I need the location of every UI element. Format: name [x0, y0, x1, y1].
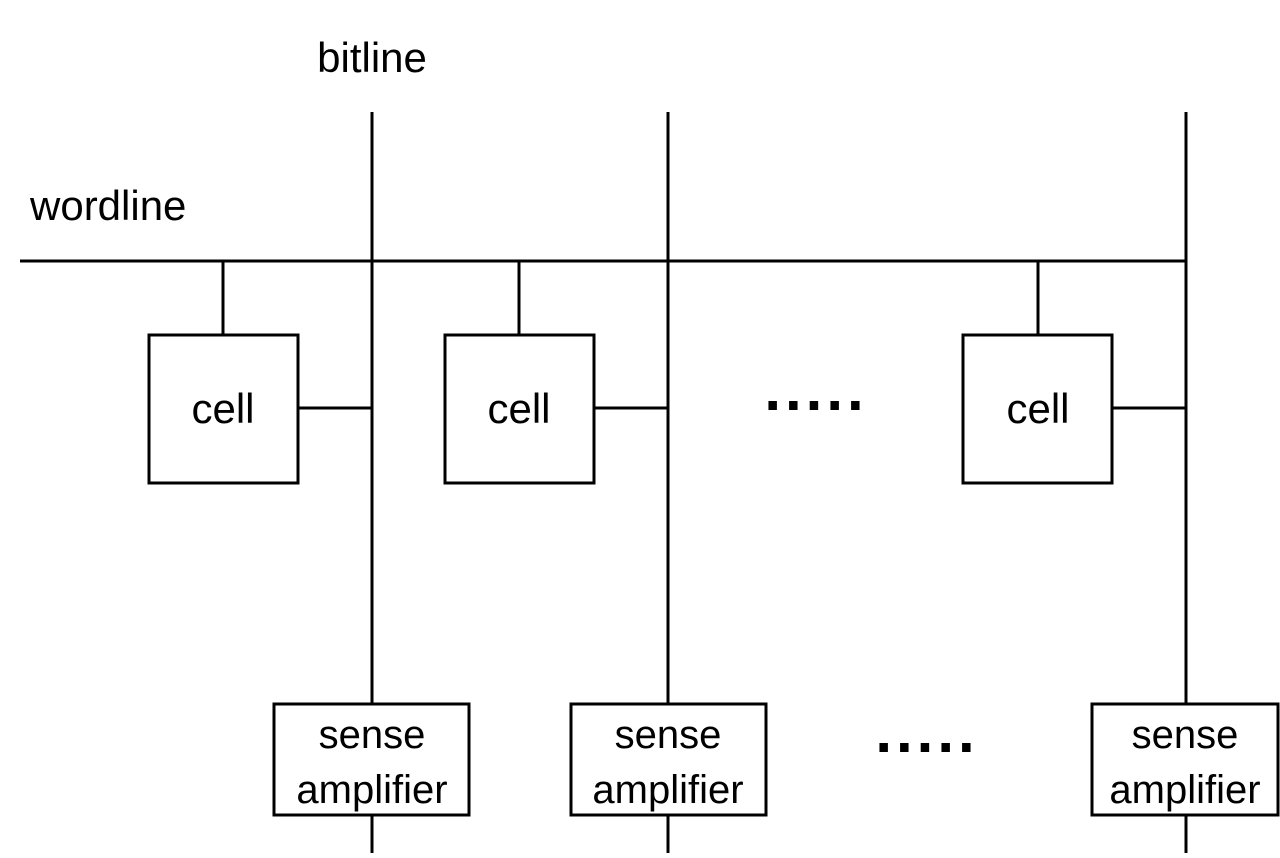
- cell-3-box: [961, 333, 1114, 485]
- sense-amplifier-3-line2: amplifier: [1109, 768, 1260, 812]
- sense-amplifier-3-box: [1090, 702, 1280, 817]
- sense-amplifier-2-line1: sense: [615, 713, 722, 757]
- sense-amplifier-2: sense amplifier: [569, 702, 768, 817]
- wordline-label: wordline: [29, 182, 186, 229]
- sense-amplifier-1-line2: amplifier: [296, 768, 447, 812]
- sense-amplifier-2-box: [569, 702, 768, 817]
- cell-1: cell: [147, 261, 372, 485]
- cell-3: cell: [961, 261, 1186, 485]
- cell-3-label: cell: [1006, 385, 1069, 432]
- sense-amplifier-1-box: [272, 702, 471, 817]
- bitline-label: bitline: [317, 34, 427, 81]
- sense-amplifier-3-line1: sense: [1132, 713, 1239, 757]
- cell-2-label: cell: [487, 385, 550, 432]
- sense-amplifier-2-line2: amplifier: [592, 768, 743, 812]
- cell-2-box: [443, 333, 596, 485]
- cells-ellipsis: .....: [764, 356, 867, 423]
- cell-1-label: cell: [191, 385, 254, 432]
- cell-1-box: [147, 333, 300, 485]
- sense-amplifier-1-line1: sense: [319, 713, 426, 757]
- sense-amplifier-3: sense amplifier: [1090, 702, 1280, 817]
- sense-amplifier-1: sense amplifier: [272, 702, 471, 817]
- amplifiers-ellipsis: .....: [875, 698, 978, 765]
- cell-2: cell: [443, 261, 668, 485]
